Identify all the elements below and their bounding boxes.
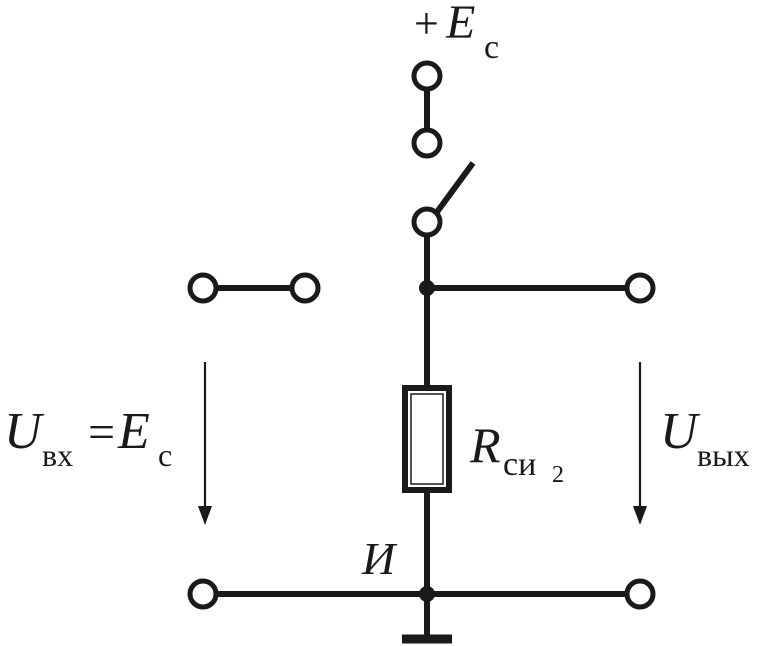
output-top-terminal bbox=[624, 272, 656, 304]
input-bottom-terminal bbox=[187, 578, 219, 610]
output-voltage-subscript: вых bbox=[697, 437, 750, 473]
output-voltage-arrow bbox=[633, 362, 647, 525]
source-node-label: И bbox=[361, 533, 398, 584]
drain-node bbox=[419, 280, 435, 296]
input-voltage-subscript: вх bbox=[42, 437, 73, 473]
input-voltage-equals: = bbox=[88, 406, 115, 459]
input-voltage-label: U вх = E с bbox=[4, 403, 172, 473]
input-voltage-symbol: U bbox=[4, 403, 45, 460]
input-top-right-terminal bbox=[289, 272, 321, 304]
supply-prefix: + bbox=[414, 0, 439, 48]
supply-terminal bbox=[411, 60, 443, 92]
output-voltage-symbol: U bbox=[660, 403, 701, 460]
supply-symbol: E bbox=[445, 0, 475, 49]
resistor-symbol: R bbox=[469, 417, 501, 473]
switch-blade bbox=[434, 161, 476, 214]
supply-subscript: с bbox=[484, 29, 499, 66]
switch-pivot-contact bbox=[411, 206, 443, 238]
resistor-label: R си 2 bbox=[469, 417, 564, 488]
resistor-subscript: си bbox=[503, 446, 536, 483]
input-voltage-arrow bbox=[198, 362, 212, 525]
input-top-left-terminal bbox=[187, 272, 219, 304]
input-voltage-rhs-subscript: с bbox=[158, 437, 172, 473]
resistor-inner-outline bbox=[410, 393, 444, 485]
input-voltage-rhs-symbol: E bbox=[117, 403, 150, 460]
resistor-index: 2 bbox=[552, 462, 564, 488]
switch-upper-contact bbox=[411, 127, 443, 159]
source-node bbox=[419, 586, 435, 602]
supply-label: + E с bbox=[414, 0, 499, 66]
output-voltage-label: U вых bbox=[660, 403, 750, 473]
output-bottom-terminal bbox=[624, 578, 656, 610]
